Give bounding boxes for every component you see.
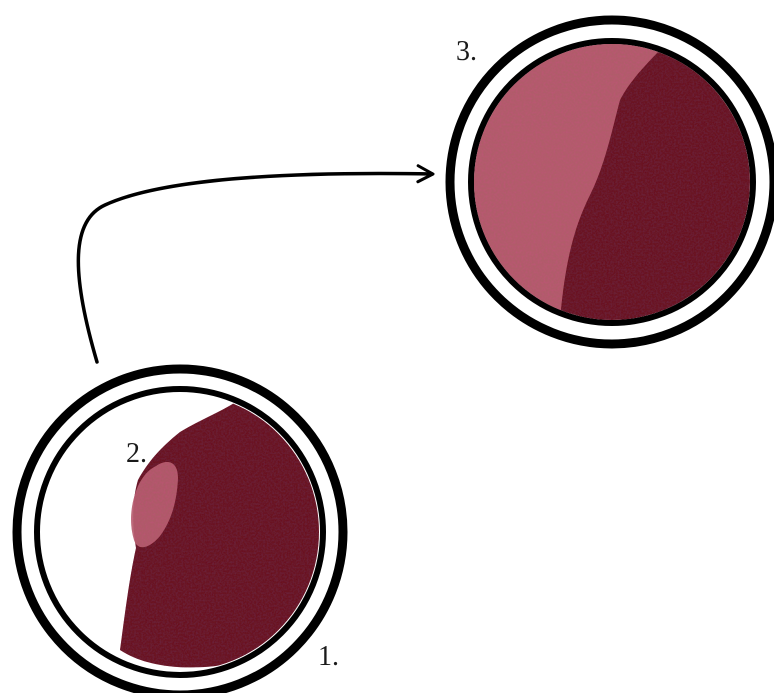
dish-lower — [17, 369, 343, 693]
step-label-2: 2. — [126, 438, 147, 469]
curved-arrow-icon — [78, 174, 432, 362]
step-label-3: 3. — [456, 36, 477, 67]
step-label-1: 1. — [318, 641, 339, 672]
dish-upper — [450, 20, 774, 344]
